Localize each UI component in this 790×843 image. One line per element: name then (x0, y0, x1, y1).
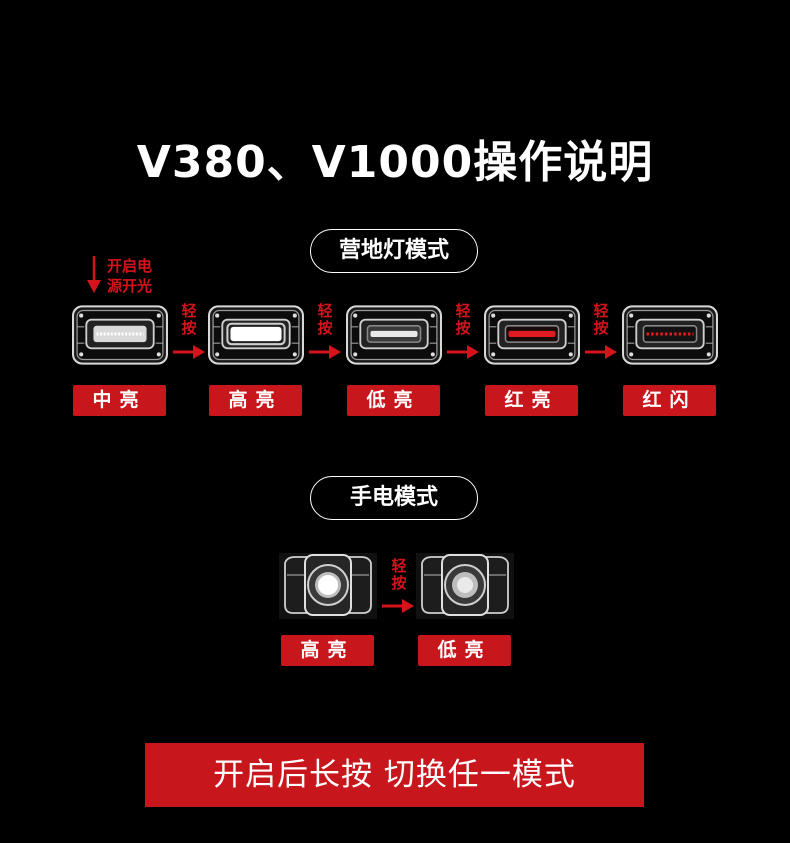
press-note: 轻 按 (391, 557, 407, 592)
camp-mode-label: 中亮 (73, 385, 166, 416)
torch-lamp-icon (416, 553, 514, 623)
page-title: V380、V1000操作说明 (136, 137, 654, 188)
camp-lamp-white-high-icon (208, 304, 304, 370)
right-arrow-icon (173, 344, 205, 364)
camp-lamp-red-solid-icon (484, 304, 580, 370)
press-note: 轻 按 (317, 302, 333, 337)
press-note: 轻 按 (455, 302, 471, 337)
camp-mode-label: 红闪 (623, 385, 716, 416)
press-note: 轻 按 (593, 302, 609, 337)
torch-mode-label: 高亮 (281, 635, 374, 666)
right-arrow-icon (382, 598, 414, 618)
camp-lamp-white-medium-icon (72, 304, 168, 370)
right-arrow-icon (309, 344, 341, 364)
camp-mode-label: 红亮 (485, 385, 578, 416)
torch-lamp-icon (279, 553, 377, 623)
down-arrow-icon (87, 256, 101, 293)
power-note-line1: 开启电 (107, 257, 153, 275)
press-note: 轻 按 (181, 302, 197, 337)
torch-mode-heading: 手电模式 (310, 476, 478, 520)
camp-mode-label: 低亮 (347, 385, 440, 416)
footer-banner: 开启后长按 切换任一模式 (145, 743, 644, 807)
camp-mode-label: 高亮 (209, 385, 302, 416)
camp-mode-heading: 营地灯模式 (310, 229, 478, 273)
camp-lamp-red-flash-icon (622, 304, 718, 370)
right-arrow-icon (585, 344, 617, 364)
power-note-line2: 源开光 (107, 277, 153, 295)
torch-mode-label: 低亮 (418, 635, 511, 666)
camp-lamp-white-low-icon (346, 304, 442, 370)
right-arrow-icon (447, 344, 479, 364)
